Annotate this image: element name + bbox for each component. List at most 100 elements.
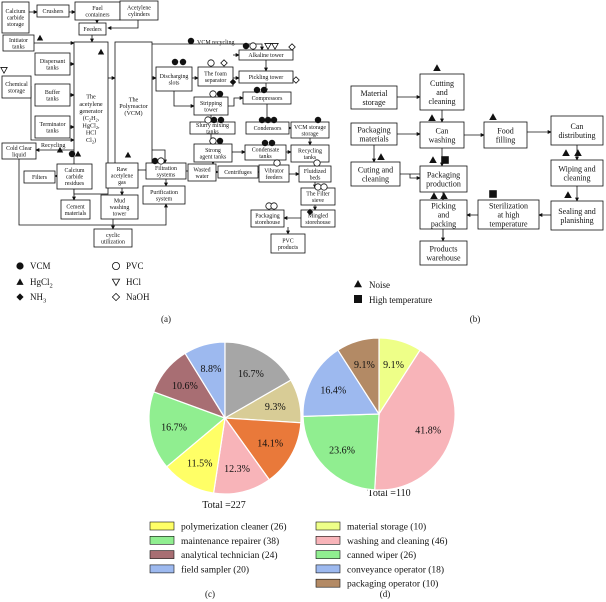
wasted-water-label: Wasted	[193, 167, 210, 173]
legend-noise-label: Noise	[369, 280, 390, 290]
vcm-marker	[260, 86, 268, 94]
naoh-marker	[220, 59, 228, 67]
picking-and-packing-label: Picking	[431, 201, 455, 210]
pvc-products-label: PVC	[282, 238, 294, 244]
connector	[409, 174, 421, 180]
hcl-marker	[0, 67, 8, 75]
mingled-storehouse-label: Mingled	[308, 213, 328, 219]
picking-and-packing-label: and	[438, 210, 450, 219]
pie-legend-label-2: maintenance repairer (38)	[181, 536, 279, 547]
pie-legend-swatch-2	[149, 535, 175, 545]
filtration-systems-label: Filtration	[155, 166, 177, 172]
flow-boxes	[1, 0, 604, 266]
pie-c-slice-5	[223, 417, 302, 481]
cement-materials-label: materials	[65, 211, 87, 217]
pie-c-slice-label-1: 10.6%	[172, 381, 198, 392]
condensate-tanks-label: Condensate	[252, 147, 280, 153]
can-distributing-box	[550, 115, 604, 146]
naoh-marker	[111, 292, 121, 302]
acetylene-cylinders-box	[119, 0, 159, 21]
condensate-tanks-label: tanks	[259, 154, 272, 160]
filters-box	[23, 170, 56, 184]
pie-legend-label-0: polymerization cleaner (26)	[181, 522, 287, 533]
pie-legend-swatch-3	[315, 535, 341, 545]
material-storage-label: storage	[362, 98, 386, 107]
pie-legend-swatch-9	[315, 578, 341, 588]
cutting-and-cleaning-box	[419, 73, 465, 111]
pie-c-slice-label-5: 14.1%	[257, 439, 283, 450]
products-warehouse-label: warehouse	[426, 253, 461, 262]
purification-system-box	[142, 185, 186, 205]
pie-legend-label-1: material storage (10)	[347, 522, 426, 533]
calcium-carbide-residues-label: carbide	[66, 175, 84, 181]
wasted-water-label: water	[195, 174, 208, 180]
acetylene-generator-label: HgCl2,	[82, 122, 100, 129]
calcium-carbide-residues-box	[56, 163, 93, 190]
pvc-marker	[112, 261, 121, 270]
dispersant-tanks-label: tanks	[46, 65, 59, 71]
condensers-label: Condensors	[254, 126, 283, 132]
wiping-and-cleaning-label: cleaning	[563, 173, 590, 182]
foam-separator-box	[197, 66, 234, 87]
caption-b: (b)	[470, 314, 481, 324]
sterilization-label: at high	[498, 210, 520, 219]
cold-clear-liquid-label: Cold Clear	[6, 146, 32, 152]
vibrator-feeders-label: feeders	[265, 174, 283, 181]
can-washing-label: washing	[429, 135, 456, 144]
nh3-marker	[229, 78, 237, 86]
vcm-marker	[210, 116, 218, 124]
terminator-tanks-label: Terminator	[39, 122, 65, 128]
legend-vcm-label: VCM	[30, 261, 51, 271]
vcm-marker	[171, 58, 179, 66]
hgcl2-marker	[56, 146, 64, 153]
vcm-marker	[268, 139, 276, 147]
slurry-mixing-tanks-label: tanks	[206, 129, 219, 135]
caption-c: (c)	[205, 589, 215, 599]
products-warehouse-box	[419, 240, 468, 266]
vcm-marker	[151, 157, 159, 165]
cutting-and-cleaning-label: cleaning	[428, 97, 455, 106]
pie-legend-swatch-6	[149, 564, 175, 574]
foam-separator-label: separator	[205, 78, 227, 84]
vcm-marker	[217, 116, 225, 124]
high-temperature-marker	[441, 156, 449, 164]
legend-nh3-label: NH3	[30, 292, 46, 305]
recycling-tanks-label: Recycling	[298, 148, 322, 154]
wasted-water-box	[187, 163, 217, 182]
pie-legend-label-4: analytical technician (24)	[181, 550, 278, 561]
vcm-marker	[258, 116, 266, 124]
material-storage-label: Material	[360, 89, 388, 98]
hcl-marker	[271, 43, 279, 51]
cuting-and-cleaning-box	[350, 161, 401, 187]
hgcl2-marker	[16, 278, 24, 285]
products-warehouse-label: Products	[430, 244, 458, 253]
sterilization-label: temperature	[489, 219, 528, 228]
mud-washing-tower-label: tower	[113, 212, 126, 218]
pvc-products-box	[270, 233, 306, 254]
pie-c-slice-0	[148, 391, 227, 468]
fuel-containers-label: containers	[85, 12, 110, 18]
picking-and-packing-box	[419, 199, 468, 230]
slurry-mixing-tanks-label: Slurry mixing	[196, 123, 229, 129]
pie-c-slice-3	[224, 341, 292, 420]
filter-sieve-label: sieve	[312, 198, 324, 204]
pie-d-slice-label-2: 23.6%	[329, 446, 355, 457]
fluidized-beds-label: Fluidized	[304, 169, 326, 175]
pie-c-slice-7	[165, 416, 226, 494]
initiator-tanks-box	[2, 34, 35, 52]
pickling-tower-box	[238, 70, 294, 84]
raw-acetylene-gas-label: acetylene	[111, 174, 134, 180]
acetylene-generator-label: The	[86, 94, 96, 101]
can-washing-label: Can	[436, 126, 449, 135]
raw-acetylene-gas-box	[105, 162, 139, 189]
pie-legend-label-9: packaging operator (10)	[347, 579, 438, 590]
vibrator-feeders-label: Vibrator	[264, 168, 284, 174]
wiping-and-cleaning-label: Wiping and	[558, 164, 595, 173]
acetylene-generator-label: Cl2)	[86, 137, 96, 145]
recycling-tanks-label: tanks	[304, 155, 317, 161]
dispersant-tanks-box	[34, 52, 71, 76]
initiator-tanks-label: Initiator	[9, 38, 28, 44]
mud-washing-tower-label: washing	[110, 205, 130, 211]
high-temperature-marker	[489, 190, 497, 198]
pie-c-slice-label-3: 16.7%	[238, 369, 264, 380]
